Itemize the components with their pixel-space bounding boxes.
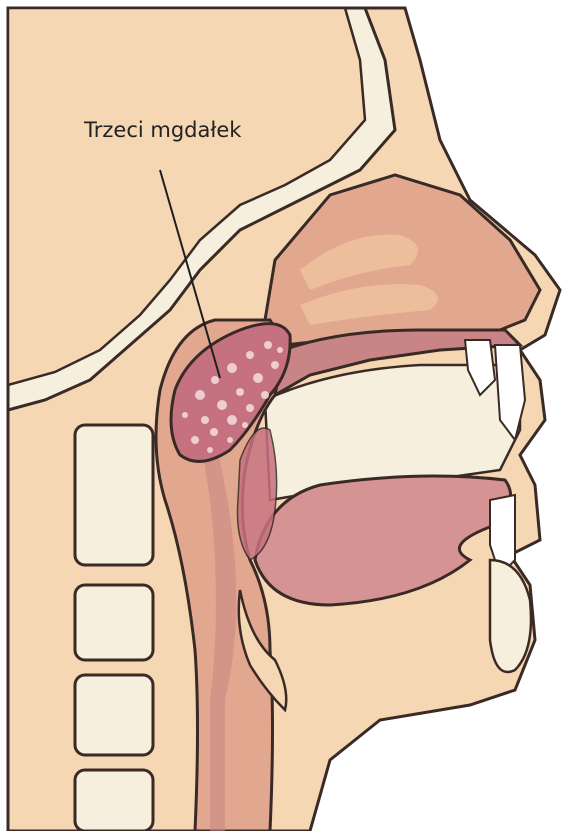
vertebra-2 — [75, 585, 153, 660]
vertebra-4 — [75, 770, 153, 831]
adenoid-label: Trzeci mgdałek — [84, 118, 241, 142]
vertebra-3 — [75, 675, 153, 755]
vertebra-1 — [75, 425, 153, 565]
